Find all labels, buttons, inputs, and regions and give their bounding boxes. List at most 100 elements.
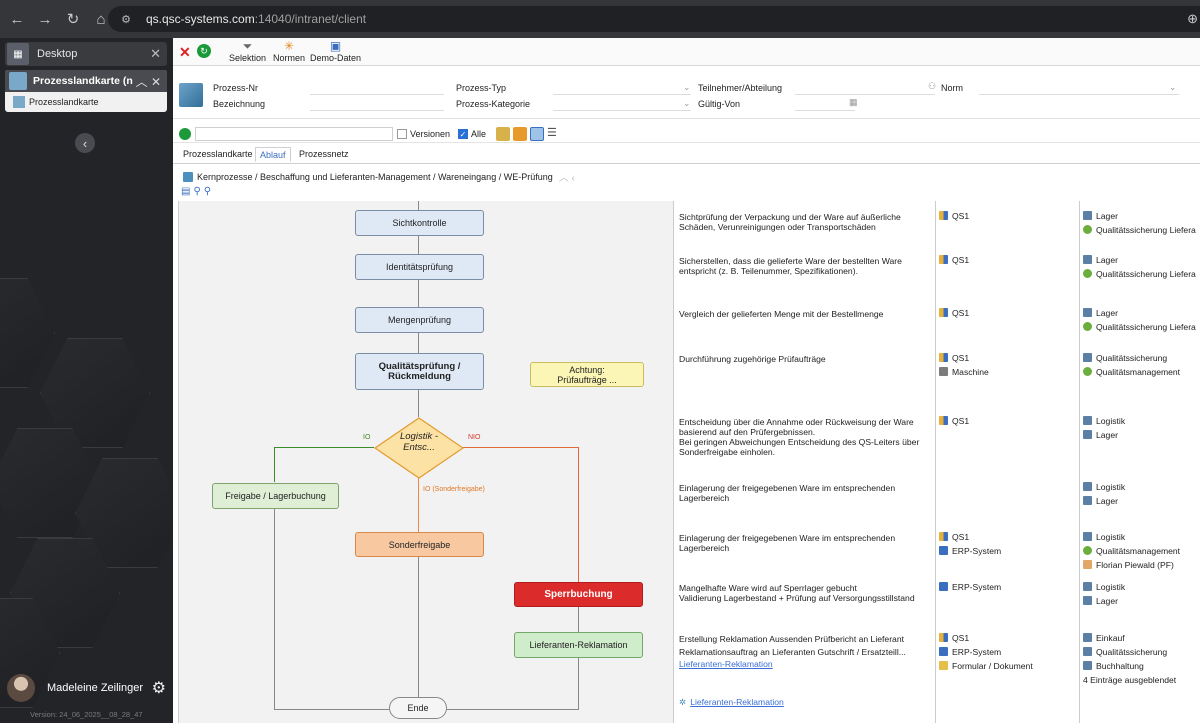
- description-column: Sichtprüfung der Verpackung und der Ware…: [673, 201, 936, 723]
- erp-icon: [939, 647, 948, 656]
- prozess-kategorie-select[interactable]: [553, 98, 691, 111]
- node-note-achtung[interactable]: Achtung: Prüfaufträge ...: [530, 362, 644, 387]
- zoom-in-icon[interactable]: ⚲: [193, 186, 204, 197]
- calendar-icon[interactable]: ▦: [849, 97, 858, 107]
- gueltig-von-label: Gültig-Von: [698, 99, 741, 109]
- gueltig-von-input[interactable]: [795, 98, 855, 111]
- node-ende[interactable]: Ende: [389, 697, 447, 719]
- zoom-icon[interactable]: ⊕: [1187, 11, 1198, 26]
- address-bar[interactable]: ⚙ qs.qsc-systems.com:14040/intranet/clie…: [108, 6, 1200, 32]
- node-freigabe-lagerbuchung[interactable]: Freigabe / Lagerbuchung: [212, 483, 339, 509]
- org-unit-icon: [1083, 416, 1092, 425]
- tab-prozesslandkarte-view[interactable]: Prozesslandkarte: [183, 149, 253, 159]
- home-icon[interactable]: ⌂: [96, 10, 106, 28]
- connector: [578, 607, 579, 632]
- erp-icon: [939, 546, 948, 555]
- resource-item: Formular / Dokument: [939, 661, 1033, 671]
- norm-label: Norm: [941, 83, 963, 93]
- chevron-down-icon[interactable]: ⌄: [683, 82, 691, 92]
- connector: [274, 509, 275, 709]
- resource-item: QS1: [939, 353, 969, 363]
- selektion-button[interactable]: ⏷ Selektion: [229, 40, 266, 64]
- forward-icon[interactable]: →: [37, 10, 53, 28]
- list-icon[interactable]: ☰: [547, 127, 557, 139]
- lieferanten-reklamation-link[interactable]: Lieferanten-Reklamation: [679, 659, 773, 669]
- alle-checkbox[interactable]: ✓: [458, 129, 468, 139]
- gear-icon[interactable]: ⚙: [151, 680, 166, 697]
- collapse-sidebar-button[interactable]: ‹: [75, 133, 95, 153]
- org-item: Qualitätssicherung Liefera: [1083, 225, 1196, 235]
- bottom-reklamation-link[interactable]: Lieferanten-Reklamation: [690, 697, 784, 707]
- refresh-icon[interactable]: ↻: [197, 44, 211, 58]
- connector-io: [274, 447, 374, 448]
- normen-button[interactable]: ✳ Normen: [273, 40, 305, 64]
- close-icon[interactable]: ✕: [179, 44, 191, 60]
- search-bar: Versionen ✓ Alle ☰: [173, 125, 1200, 143]
- demo-daten-button[interactable]: ▣ Demo-Daten: [310, 40, 361, 64]
- teilnehmer-input[interactable]: [795, 82, 935, 95]
- site-info-icon[interactable]: ⚙: [121, 13, 131, 26]
- tab-prozessnetz[interactable]: Prozessnetz: [299, 149, 349, 159]
- process-role-icon: [1083, 546, 1092, 555]
- process-role-icon: [1083, 367, 1092, 376]
- tab-ablauf[interactable]: Ablauf: [255, 147, 291, 162]
- tool-icon[interactable]: [496, 127, 510, 141]
- node-sichtkontrolle[interactable]: Sichtkontrolle: [355, 210, 484, 236]
- filter-panel: Prozess-Nr Bezeichnung Prozess-Typ ⌄ Pro…: [173, 67, 1200, 119]
- prozess-typ-select[interactable]: [553, 82, 691, 95]
- chevron-up-icon[interactable]: ︿ ‹: [558, 173, 575, 184]
- browser-toolbar: ← → ↻ ⌂ ⚙ qs.qsc-systems.com:14040/intra…: [0, 0, 1200, 38]
- chevron-down-icon[interactable]: ⌄: [1169, 82, 1177, 92]
- collapse-close-icons[interactable]: ︿ ✕: [135, 75, 161, 89]
- chevron-down-icon[interactable]: ⌄: [683, 98, 691, 108]
- connector: [418, 236, 419, 254]
- user-profile[interactable]: Madeleine Zeilinger ⚙: [5, 671, 170, 705]
- app-sidebar: ▦ Desktop ✕ Prozesslandkarte (nach F ︿ ✕…: [0, 38, 173, 723]
- org-unit-icon: [1083, 211, 1092, 220]
- process-role-icon: [1083, 225, 1092, 234]
- node-lieferanten-reklamation[interactable]: Lieferanten-Reklamation: [514, 632, 643, 658]
- connector: [418, 280, 419, 307]
- qs-icon: [939, 255, 948, 264]
- hidden-entries-note[interactable]: 4 Einträge ausgeblendet: [1083, 675, 1177, 685]
- org-item: Qualitätssicherung Liefera: [1083, 269, 1196, 279]
- versionen-checkbox[interactable]: [397, 129, 407, 139]
- connector-nio: [463, 447, 578, 448]
- org-item: Lager: [1083, 496, 1118, 506]
- zoom-out-icon[interactable]: ⚲: [203, 186, 215, 197]
- search-input[interactable]: [195, 127, 393, 141]
- row-description: Vergleich der gelieferten Menge mit der …: [679, 309, 884, 319]
- close-icon[interactable]: ✕: [150, 46, 161, 61]
- reload-icon[interactable]: ↻: [66, 11, 80, 28]
- prozesslandkarte-small-icon: [13, 96, 25, 108]
- breadcrumb-text[interactable]: Kernprozesse / Beschaffung und Lieferant…: [197, 171, 553, 182]
- node-sperrbuchung[interactable]: Sperrbuchung: [514, 582, 643, 607]
- node-sonderfreigabe[interactable]: Sonderfreigabe: [355, 532, 484, 557]
- refresh-small-icon[interactable]: [179, 128, 191, 140]
- node-qualitaetspruefung[interactable]: Qualitätsprüfung / Rückmeldung: [355, 353, 484, 390]
- bezeichnung-input[interactable]: [310, 98, 444, 111]
- table-icon[interactable]: ▤: [181, 186, 194, 197]
- prozess-nr-input[interactable]: [310, 82, 444, 95]
- node-identitaetspruefung[interactable]: Identitätsprüfung: [355, 254, 484, 280]
- org-unit-icon: [1083, 496, 1092, 505]
- org-unit-icon: [1083, 661, 1092, 670]
- url-path: :14040/intranet/client: [254, 12, 367, 26]
- tab-subitem-prozesslandkarte[interactable]: Prozesslandkarte: [5, 92, 167, 112]
- person-icon[interactable]: ⚇: [928, 81, 937, 91]
- document-icon[interactable]: [513, 127, 527, 141]
- connector: [447, 709, 579, 710]
- tab-desktop[interactable]: ▦ Desktop ✕: [5, 42, 167, 66]
- edge-label-nio: NIO: [468, 434, 481, 441]
- toolbar: ✕ ↻ ⏷ Selektion ✳ Normen ▣ Demo-Daten: [173, 38, 1200, 66]
- org-item: Lager: [1083, 430, 1118, 440]
- resource-item: QS1: [939, 416, 969, 426]
- norm-select[interactable]: [979, 82, 1179, 95]
- decision-diamond[interactable]: [374, 417, 464, 479]
- map-icon[interactable]: [530, 127, 544, 141]
- node-mengenpruefung[interactable]: Mengenprüfung: [355, 307, 484, 333]
- prozess-icon: [179, 83, 203, 107]
- back-icon[interactable]: ←: [9, 10, 25, 28]
- tab-prozesslandkarte[interactable]: Prozesslandkarte (nach F ︿ ✕ Prozessland…: [5, 70, 167, 112]
- row-description: Erstellung Reklamation Aussenden Prüfber…: [679, 634, 906, 657]
